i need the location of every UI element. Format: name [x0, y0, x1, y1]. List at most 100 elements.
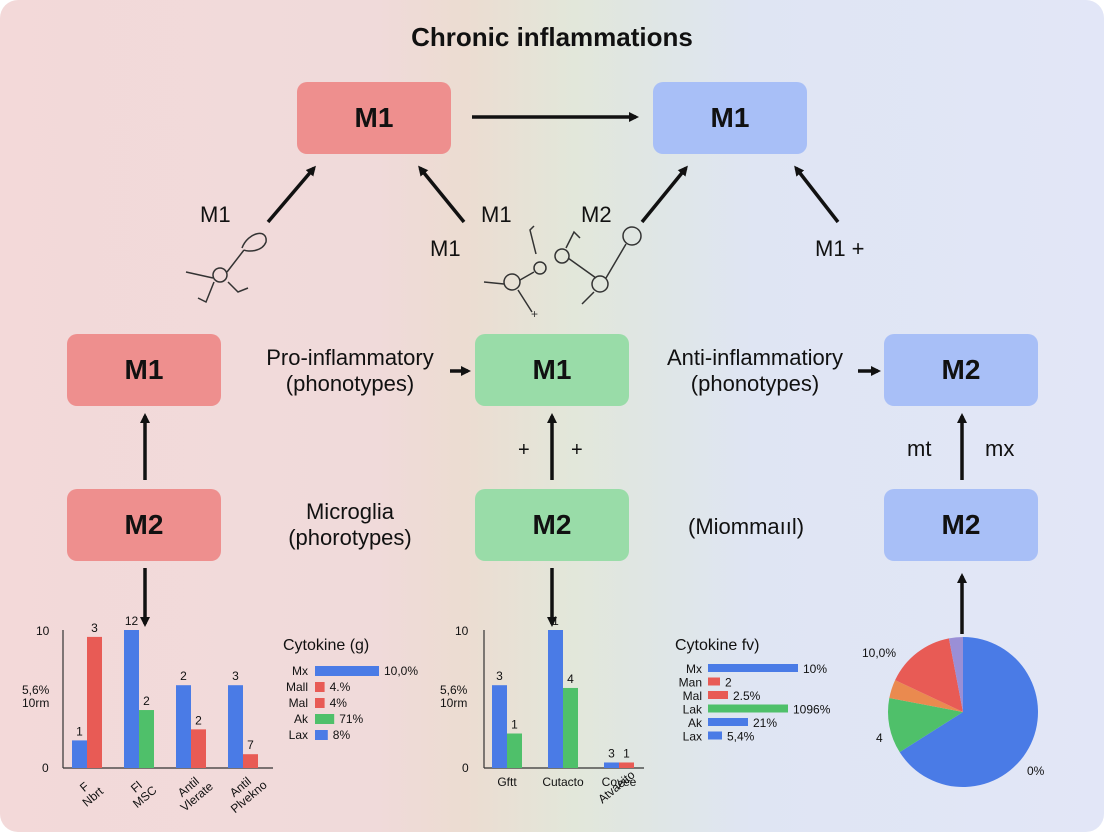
y-tick-top: 10	[455, 624, 469, 638]
row-value: 5,4%	[727, 730, 755, 744]
row-value: 4%	[330, 696, 348, 710]
pie-label-top: 10,0%	[862, 646, 897, 660]
bar-value-label: 2	[180, 669, 187, 683]
pie-slice	[889, 680, 963, 712]
row-label: Mal	[289, 696, 308, 710]
node-top-right-m1: M1	[653, 82, 807, 154]
label-anti-inflammatory: Anti-inflammatiory(phonotypes)	[666, 345, 844, 397]
y-tick-top: 10	[36, 624, 50, 638]
pie-slice	[895, 638, 963, 712]
row-label: Ak	[294, 712, 309, 726]
hbar	[708, 718, 748, 726]
hbar	[315, 698, 325, 708]
label-m1-a: M1	[200, 202, 231, 227]
chart-title-cytokine-fv: Cytokine fv)	[675, 637, 760, 654]
label-mt: mt	[907, 436, 932, 461]
arrow-m1plus-up-left	[794, 165, 840, 224]
bar	[507, 733, 522, 768]
microglia-sketch-left	[185, 232, 267, 304]
bar-value-label: 2	[195, 713, 202, 727]
label-mioma: (Miommaııl)	[688, 514, 805, 539]
label-m1-plus: M1 +	[815, 236, 865, 261]
label-mx: mx	[985, 436, 1015, 461]
label-m1-b: M1	[430, 236, 461, 261]
bar	[604, 762, 619, 768]
hbar	[708, 677, 720, 686]
row-value: 4.%	[330, 680, 351, 694]
row-label: Lax	[289, 728, 308, 742]
label-plus-left: +	[518, 439, 530, 461]
arrow-m1-up-left	[266, 165, 316, 224]
row-value: 1096%	[793, 703, 831, 717]
label-m2-d: M2	[581, 202, 612, 227]
bar	[124, 630, 139, 768]
row-label: Ak	[688, 716, 703, 730]
y-tick-mid: 5,6% 10rm	[440, 683, 468, 711]
pie-slice	[899, 637, 1039, 788]
row-label: Mx	[686, 662, 702, 676]
hbar	[708, 731, 722, 740]
row-label: Lak	[683, 703, 703, 717]
bar	[176, 685, 191, 768]
bar-value-label: 3	[91, 621, 98, 635]
bar	[492, 685, 507, 768]
row-value: 2.5%	[733, 689, 761, 703]
label-pro-inflammatory: Pro-inflammatory(phonotypes)	[266, 345, 434, 397]
bar-value-label: 3	[496, 669, 503, 683]
microglia-sketch-center: +	[483, 225, 642, 321]
pie-slice	[887, 697, 963, 753]
node-mid-right-m2: M2	[884, 334, 1038, 406]
y-tick-zero: 0	[42, 761, 49, 775]
node-bot-right-m2: M2	[884, 489, 1038, 561]
chart-title-cytokine-g: Cytokine (g)	[283, 637, 370, 654]
x-tick-label: Gftt	[497, 775, 517, 789]
bar	[139, 710, 154, 768]
row-label: Mal	[683, 689, 702, 703]
hbar	[708, 704, 788, 713]
pie-label-right: 0%	[1027, 764, 1045, 778]
row-value: 10%	[803, 662, 827, 676]
row-label: Lax	[683, 730, 702, 744]
node-mid-center-m1: M1	[475, 334, 629, 406]
arrow-m2-up-right	[640, 165, 688, 224]
row-label: Mall	[286, 680, 308, 694]
bar-value-label: 2	[143, 694, 150, 708]
pie-slice	[948, 637, 963, 712]
row-value: 2	[725, 676, 732, 690]
row-value: 10,0%	[384, 664, 418, 678]
label-m1-c: M1	[481, 202, 512, 227]
hbar	[315, 666, 379, 676]
bar-value-label: 12	[125, 614, 139, 628]
node-bot-left-m2: M2	[67, 489, 221, 561]
bar	[72, 740, 87, 768]
bar-value-label: 1	[76, 724, 83, 738]
node-top-left-m1: M1	[297, 82, 451, 154]
bar	[619, 762, 634, 768]
node-bot-center-m2: M2	[475, 489, 629, 561]
row-label: Mx	[292, 664, 308, 678]
row-label: Man	[679, 676, 702, 690]
bar	[228, 685, 243, 768]
label-microglia: Microglia(phorotypes)	[288, 499, 412, 551]
bar-value-label: 4	[567, 672, 574, 686]
bar	[87, 636, 102, 768]
row-value: 21%	[753, 716, 777, 730]
row-value: 71%	[339, 712, 363, 726]
x-tick-label: Cutacto	[542, 775, 584, 789]
bar	[563, 687, 578, 768]
row-value: 8%	[333, 728, 351, 742]
bar-value-label: 1	[511, 718, 518, 732]
arrow-m1-up-right	[418, 165, 466, 224]
y-tick-zero: 0	[462, 761, 469, 775]
bar-value-label: 3	[608, 746, 615, 760]
hbar	[708, 664, 798, 672]
hbar	[708, 691, 728, 699]
hbar	[315, 682, 325, 692]
bar-value-label: 1	[552, 614, 559, 628]
bar	[191, 729, 206, 768]
